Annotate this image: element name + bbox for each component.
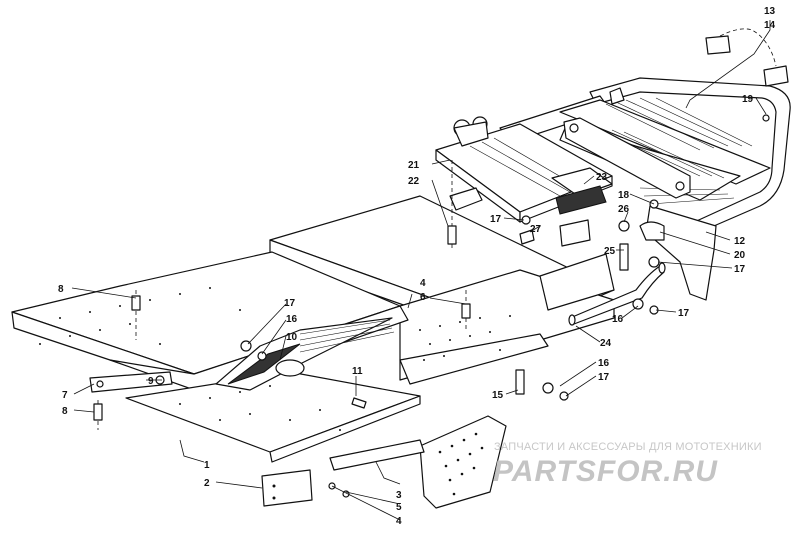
callout-22: 22	[408, 176, 420, 187]
callout-15: 15	[492, 390, 504, 401]
callout-17-center: 17	[490, 214, 502, 225]
callout-19: 19	[742, 94, 754, 105]
callout-10: 10	[286, 332, 298, 343]
callout-8-upper: 8	[58, 284, 64, 295]
callout-9: 9	[148, 376, 154, 387]
callout-16-left: 16	[286, 314, 298, 325]
watermark-brand: PARTSFOR.RU	[493, 455, 718, 488]
callout-20: 20	[734, 250, 746, 261]
callout-7: 7	[62, 390, 68, 401]
callout-5: 5	[396, 502, 402, 513]
callout-16-right: 16	[612, 314, 624, 325]
callout-16-mid: 16	[598, 358, 610, 369]
callout-17-far-right: 17	[734, 264, 746, 275]
hardware	[93, 114, 770, 498]
leader-lines	[71, 20, 771, 521]
tunnel-front-section	[11, 251, 409, 393]
callout-17-left: 17	[284, 298, 296, 309]
watermark-tagline: ЗАПЧАСТИ И АКСЕССУАРЫ ДЛЯ МОТОТЕХНИКИ	[494, 441, 762, 453]
bracket-7	[89, 371, 173, 393]
callout-26: 26	[618, 204, 630, 215]
decal-parts	[705, 28, 789, 87]
callout-4-lower: 4	[396, 516, 402, 527]
callout-3: 3	[396, 490, 402, 501]
callout-6: 6	[420, 292, 426, 303]
callout-23: 23	[596, 172, 608, 183]
callout-12: 12	[734, 236, 746, 247]
gusset-brace	[215, 317, 395, 391]
callout-labels: 1 2 3 4 4 5 6 7 8 8 9 10 11 12 13 14 15 …	[58, 6, 776, 527]
callout-18: 18	[618, 190, 630, 201]
reflector-and-plate	[261, 439, 425, 507]
callout-27: 27	[530, 224, 542, 235]
callout-13: 13	[764, 6, 776, 17]
callout-11: 11	[352, 366, 363, 377]
callout-17-mid: 17	[598, 372, 610, 383]
callout-21: 21	[408, 160, 420, 171]
tube-24	[568, 262, 666, 326]
callout-8-lower: 8	[62, 406, 68, 417]
callout-14: 14	[764, 20, 776, 31]
callout-24: 24	[600, 338, 612, 349]
callout-25: 25	[604, 246, 616, 257]
callout-4-upper: 4	[420, 278, 426, 289]
side-plate	[419, 415, 507, 509]
tunnel-center-section	[269, 187, 615, 385]
callout-2: 2	[204, 478, 210, 489]
seat-support-assembly	[435, 116, 613, 247]
callout-17-right: 17	[678, 308, 690, 319]
callout-1: 1	[204, 460, 210, 471]
rear-bumper-assembly	[499, 77, 791, 301]
